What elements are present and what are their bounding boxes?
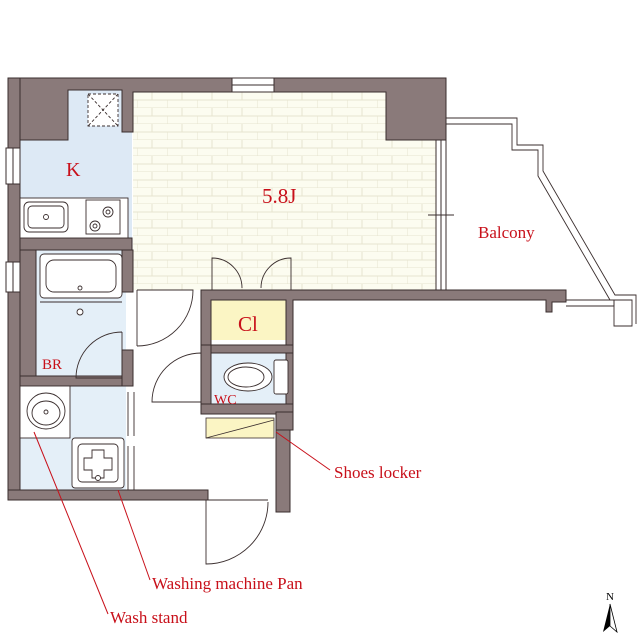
balcony-outline bbox=[446, 117, 637, 327]
wash-stand-leader bbox=[33, 431, 109, 615]
doors bbox=[75, 257, 292, 565]
windows bbox=[5, 77, 454, 293]
wash-stand bbox=[19, 385, 71, 439]
washing-machine-pan bbox=[71, 437, 125, 489]
label-closet: Cl bbox=[238, 312, 258, 336]
label-washing-machine-pan: Washing machine Pan bbox=[152, 574, 303, 593]
shoes-locker bbox=[205, 417, 275, 439]
north-arrow: N bbox=[603, 591, 618, 634]
washing-machine-leader bbox=[117, 489, 151, 581]
label-toilet: WC bbox=[214, 393, 237, 408]
shoes-locker-leader bbox=[275, 431, 331, 471]
north-letter: N bbox=[606, 591, 614, 603]
toilet-fixture bbox=[223, 359, 289, 395]
label-bathroom: BR bbox=[42, 357, 62, 373]
label-kitchen: K bbox=[66, 159, 81, 181]
kitchen-fixtures bbox=[19, 93, 129, 239]
label-balcony: Balcony bbox=[478, 223, 535, 242]
label-wash-stand: Wash stand bbox=[110, 608, 188, 627]
label-shoes-locker: Shoes locker bbox=[334, 463, 422, 482]
bathtub bbox=[39, 253, 123, 316]
label-main-room: 5.8J bbox=[262, 184, 296, 208]
closet-floor bbox=[211, 298, 291, 340]
walls bbox=[7, 77, 567, 513]
shoes-locker-diagonal bbox=[205, 419, 275, 439]
leader-lines bbox=[33, 431, 331, 615]
